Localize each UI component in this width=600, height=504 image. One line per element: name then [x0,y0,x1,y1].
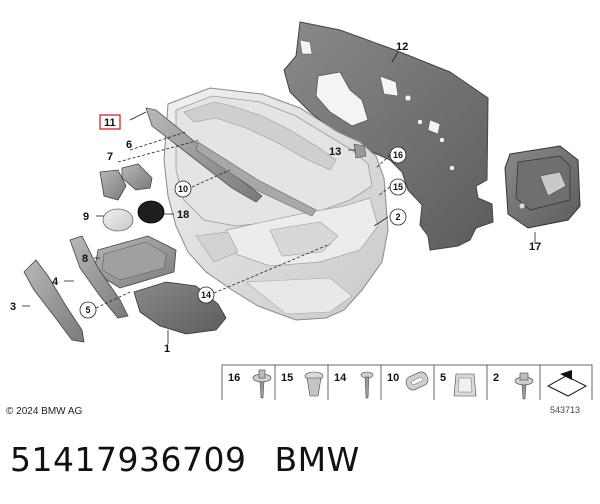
bolt-with-washer-icon [514,372,534,400]
screw-icon [360,371,374,399]
callout-15: 15 [393,182,403,192]
diagram-number: 543713 [550,405,581,415]
legend-label-10: 10 [387,372,399,384]
cover-cap-part [102,208,134,232]
callout-11-highlight [99,114,121,130]
brand-name: BMW [274,440,360,479]
leader-lines [22,51,536,344]
callout-2: 2 [395,212,400,222]
door-trim-panel [163,87,389,321]
legend-label-16: 16 [228,372,240,384]
bracket-part-6 [121,163,153,191]
speaker-cover-part [137,200,165,224]
callout-9: 9 [83,211,89,223]
fastener-legend: 16 15 14 10 5 2 [221,364,593,400]
callout-12: 12 [396,41,408,53]
callout-15-circle [389,178,407,196]
spring-clip-icon [453,373,477,397]
pull-strap-part [69,235,129,319]
legend-label-5: 5 [440,372,446,384]
callout-17: 17 [529,241,541,253]
callout-8: 8 [82,253,88,265]
callout-10: 10 [178,184,188,194]
callout-5: 5 [85,305,90,315]
callout-11: 11 [104,117,116,129]
bracket-part-7 [99,169,127,201]
legend-label-2: 2 [493,372,499,384]
callout-14-circle [197,286,215,304]
callout-13: 13 [329,146,341,158]
callout-7: 7 [107,151,113,163]
door-trim-strip [145,107,317,217]
legend-label-15: 15 [281,372,293,384]
part-number-line: 51417936709 BMW [10,440,360,479]
callout-labels: 11 12 7 6 13 9 18 8 4 3 1 17 [10,41,541,355]
circled-callouts: 16 15 2 10 14 5 [79,146,407,319]
expanding-rivet-icon [304,371,324,397]
callout-16: 16 [393,150,403,160]
callout-5-circle [79,301,97,319]
callout-6: 6 [126,139,132,151]
part-number: 51417936709 [10,440,247,479]
callout-18: 18 [177,209,189,221]
small-clip-part-13 [353,143,367,159]
view-direction-icon [546,370,588,397]
switch-block-part [504,145,581,229]
callout-1: 1 [164,343,170,355]
callout-4: 4 [52,276,59,288]
callout-14: 14 [201,290,211,300]
callout-3: 3 [10,301,16,313]
callout-10-circle [174,180,192,198]
parts-diagram: 11 12 7 6 13 9 18 8 4 3 1 17 16 15 2 10 … [10,21,593,400]
legend-label-14: 14 [334,372,347,384]
grab-handle-part [23,259,85,343]
door-carrier-panel [283,21,494,251]
callout-16-circle [389,146,407,164]
screw-with-washer-icon [252,369,272,399]
slotted-clip-icon [405,371,429,391]
callout-2-circle [389,208,407,226]
copyright-text: © 2024 BMW AG [6,406,83,417]
